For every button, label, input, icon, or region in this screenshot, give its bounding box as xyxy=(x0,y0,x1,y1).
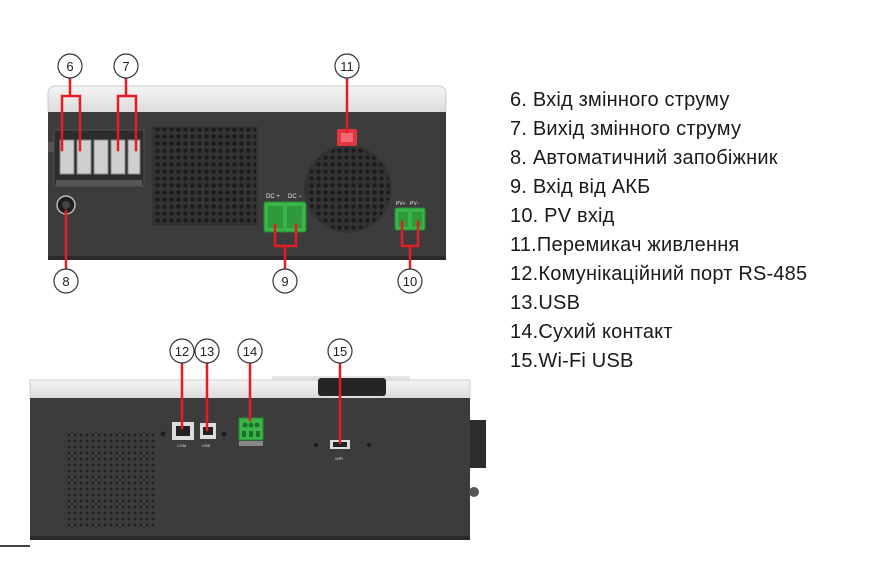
legend-item-dry-contact: 14.Сухий контакт xyxy=(510,321,673,343)
svg-text:11: 11 xyxy=(340,59,354,74)
dc-plus-label: DC + xyxy=(266,194,280,200)
wifi-usb-port: WiFi xyxy=(330,440,350,461)
svg-text:13: 13 xyxy=(200,344,214,359)
marker-8: 8 xyxy=(53,268,79,294)
marker-9: 9 xyxy=(272,268,298,294)
wifi-label: WiFi xyxy=(335,456,343,461)
legend-item-wifi-usb: 15.Wi-Fi USB xyxy=(510,350,634,372)
legend-item-ac-output: 7. Вихід змінного струму xyxy=(510,118,742,140)
svg-text:9: 9 xyxy=(281,274,288,289)
top-device: DC + DC − PV+ PV− xyxy=(47,85,447,260)
usb-label: USB xyxy=(202,443,211,448)
marker-10: 10 xyxy=(397,268,423,294)
legend-item-usb: 13.USB xyxy=(510,292,581,314)
legend-item-breaker: 8. Автоматичний запобіжник xyxy=(510,147,778,169)
legend-item-ac-input: 6. Вхід змінного струму xyxy=(510,89,730,111)
marker-7: 7 xyxy=(113,53,139,79)
dc-minus-label: DC − xyxy=(288,194,302,200)
legend: 6. Вхід змінного струму 7. Вихід змінног… xyxy=(510,86,870,376)
svg-text:15: 15 xyxy=(333,344,347,359)
svg-text:8: 8 xyxy=(62,274,69,289)
dry-contact-terminal xyxy=(238,417,264,446)
legend-item-power-switch: 11.Перемикач живлення xyxy=(510,234,740,256)
com-label: COM xyxy=(177,443,186,448)
marker-11: 11 xyxy=(334,53,360,79)
marker-6: 6 xyxy=(57,53,83,79)
inverter-diagram: DC + DC − PV+ PV− COM xyxy=(0,53,486,547)
pv-minus-label: PV− xyxy=(410,201,420,207)
top-device-shell xyxy=(47,85,447,117)
rs485-port: COM xyxy=(172,422,194,448)
marker-13: 13 xyxy=(194,338,220,364)
marker-15: 15 xyxy=(327,338,353,364)
svg-text:12: 12 xyxy=(175,344,189,359)
marker-14: 14 xyxy=(237,338,263,364)
legend-item-pv-input: 10. PV вхід xyxy=(510,205,615,227)
circuit-breaker xyxy=(56,195,76,215)
svg-text:10: 10 xyxy=(403,274,417,289)
legend-item-battery-input: 9. Вхід від АКБ xyxy=(510,176,651,198)
svg-text:14: 14 xyxy=(243,344,257,359)
svg-text:7: 7 xyxy=(122,59,129,74)
ac-terminal-block xyxy=(53,129,145,187)
marker-12: 12 xyxy=(169,338,195,364)
vent-grille xyxy=(64,432,156,528)
pv-plus-label: PV+ xyxy=(396,201,406,207)
callout-lines xyxy=(60,76,420,445)
bottom-device: COM USB WiFi xyxy=(0,376,486,547)
svg-text:6: 6 xyxy=(66,59,73,74)
legend-item-rs485: 12.Комунікаційний порт RS-485 xyxy=(510,263,808,285)
